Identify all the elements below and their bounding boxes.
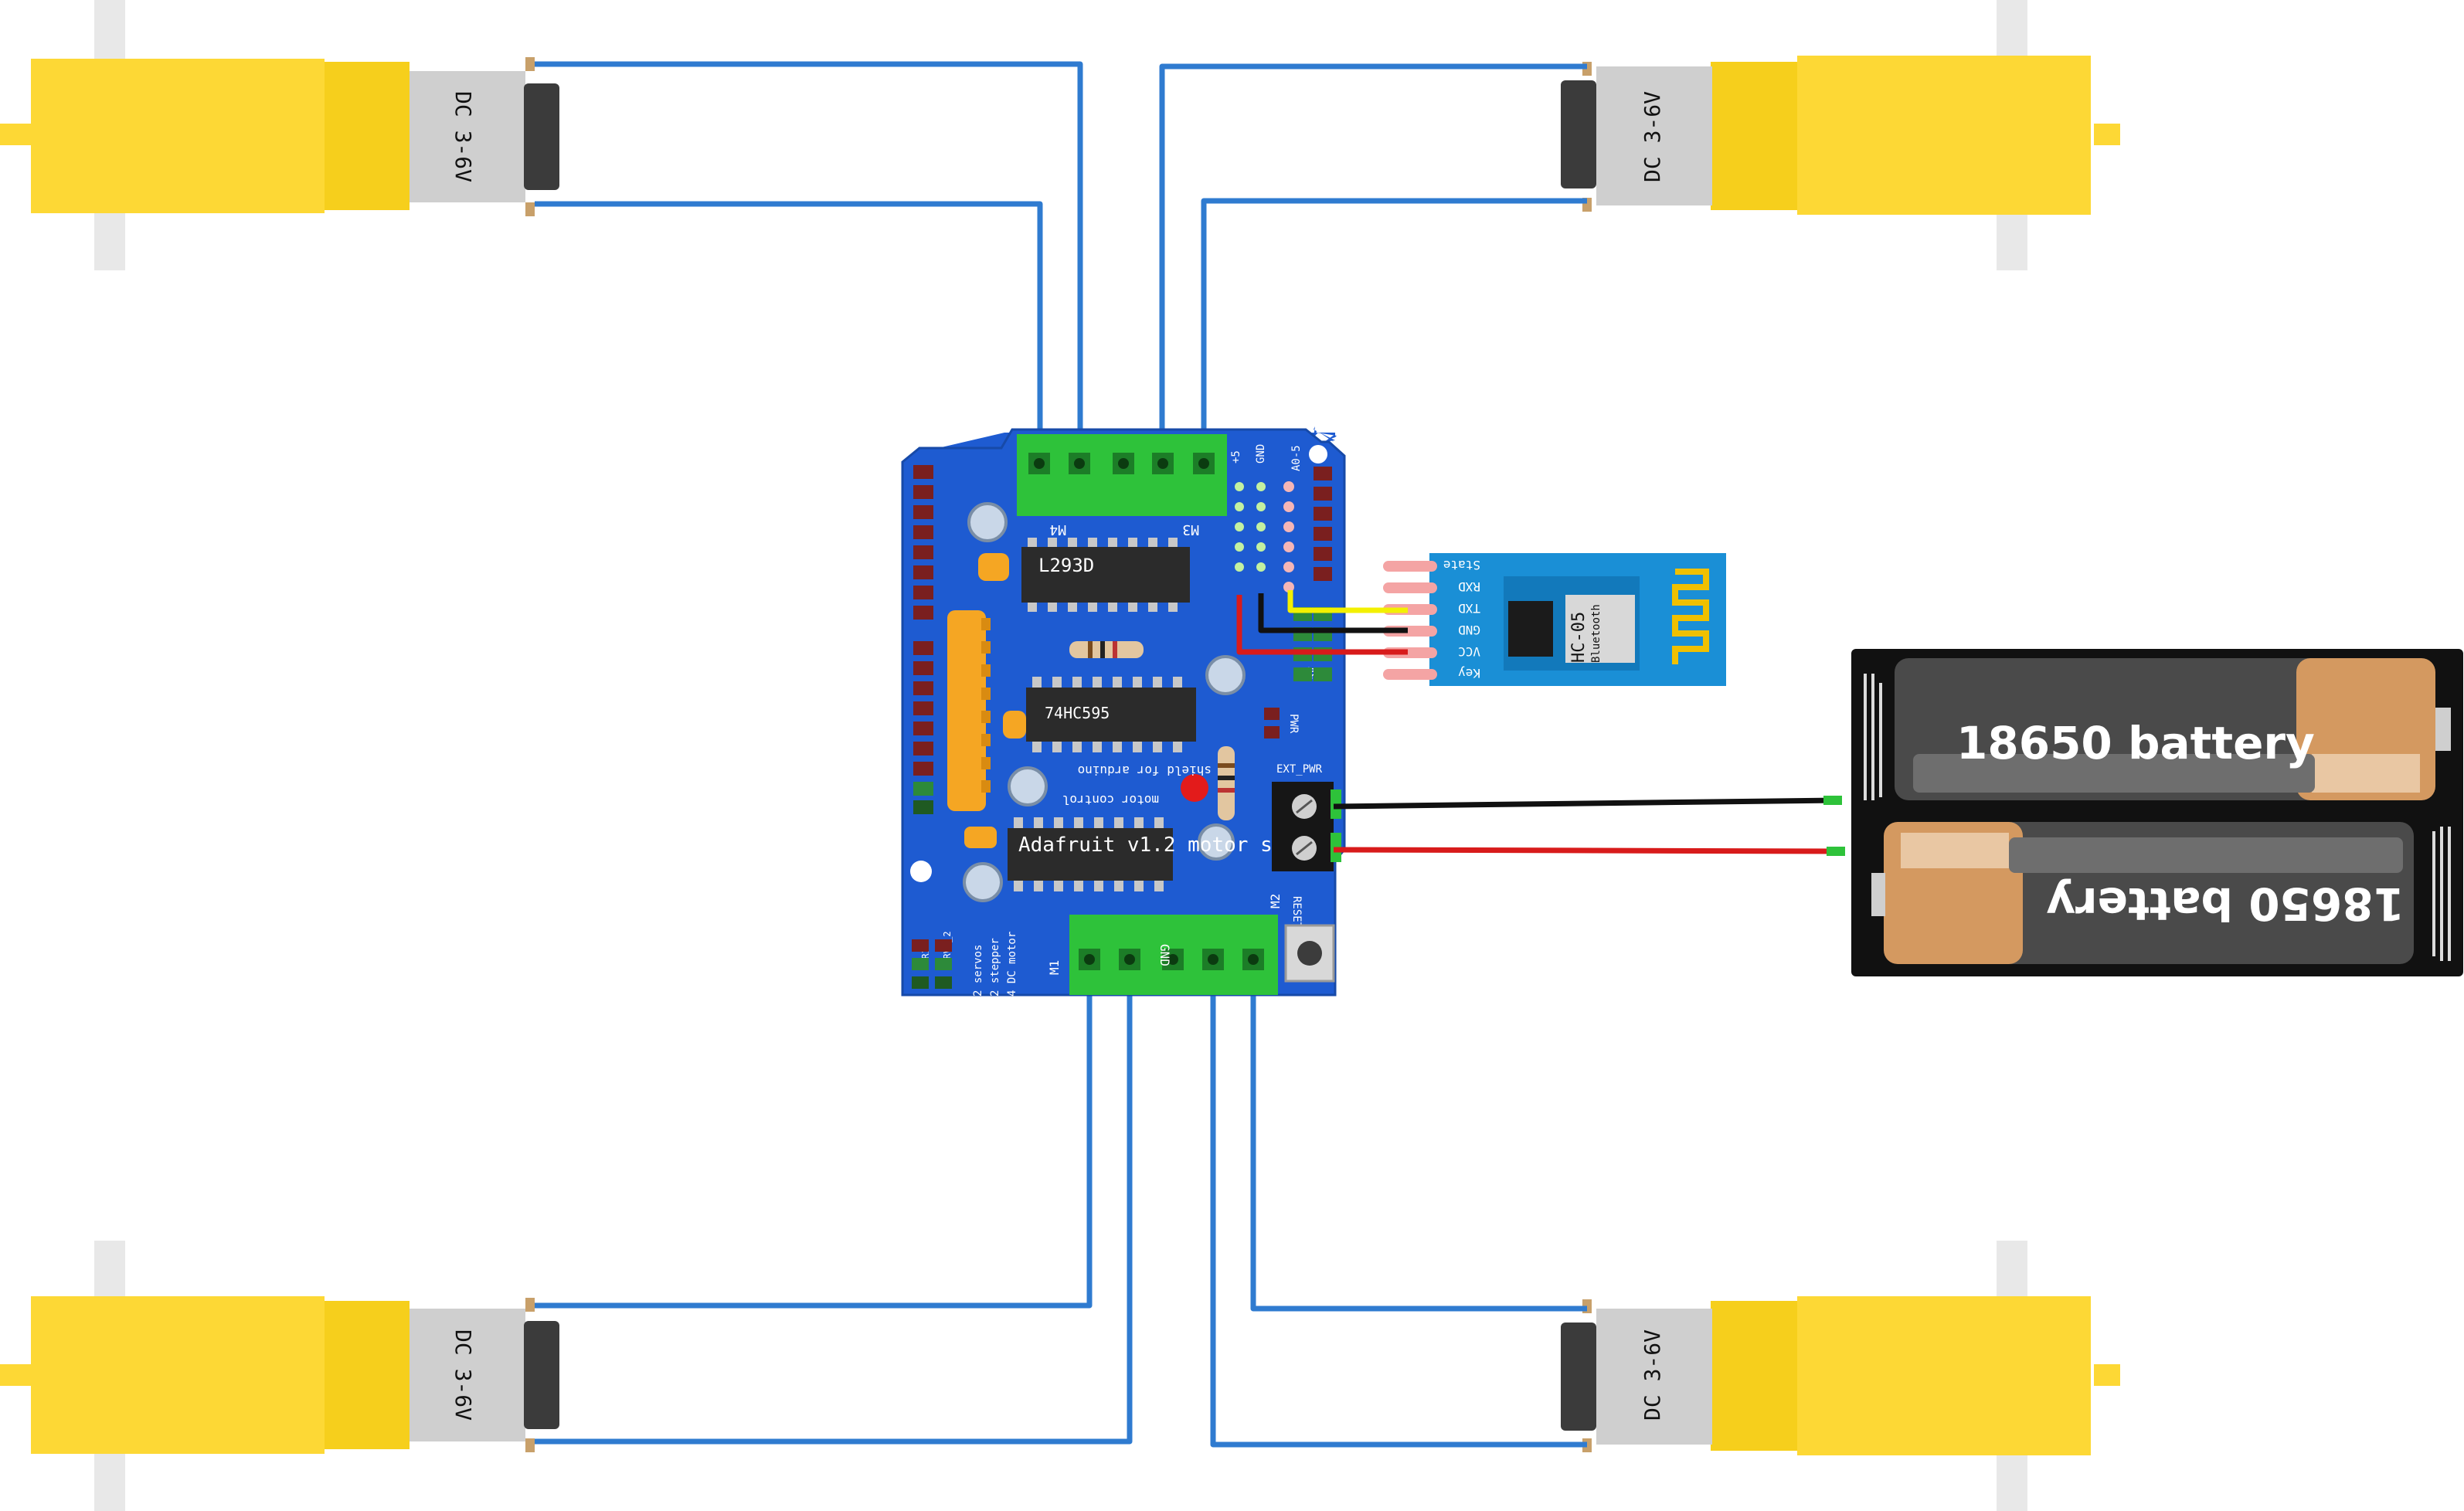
power-led [1181,774,1208,802]
74hc595-chip [1026,688,1196,742]
port-m2-label: M2 [1268,894,1283,908]
bt-sub-label: Bluetooth [1590,604,1602,663]
legend-servos: 2 servos [972,945,984,997]
motor-top-right-label: DC 3-6V [1640,91,1665,182]
wire-bt-txd [1287,590,1408,613]
wire-m3-a [1159,63,1587,456]
gnd-label-bottom: GND [1157,944,1172,966]
shield-subtitle-2: shield for arduino [1078,763,1212,778]
bt-pin-key: Key [1458,666,1480,681]
shield-subtitle-1: motor control [1062,793,1159,807]
label-reset: RESET [1290,896,1303,929]
bt-pin-vcc: VCC [1458,644,1480,659]
label-gnd-top: GND [1255,444,1267,463]
battery-label-top: 18650 battery [1956,717,2315,769]
orange-header [947,610,986,811]
wire-m2-b [1210,970,1587,1448]
motor-top-left: DC 3-6V [0,0,559,270]
motor-bottom-left: DC 3-6V [0,1241,559,1511]
label-pwr: PWR [1287,714,1300,734]
label-ext-pwr: EXT_PWR [1276,763,1323,776]
bt-wires [1236,590,1408,655]
port-m4-label: M4 [1049,521,1066,538]
bt-antenna [1672,569,1709,664]
l293d-label: L293D [1038,555,1094,576]
bt-pin-state: State [1443,558,1480,572]
bt-chip-2 [1565,595,1635,663]
wire-batt-black [1333,797,1838,810]
bt-pin-rxd: RXD [1458,579,1480,594]
wire-bt-vcc [1236,595,1408,655]
motor-wires [535,61,1587,1448]
wire-m3-b [1201,198,1587,456]
bt-chip [1508,601,1553,657]
left-headers [913,465,933,776]
bt-pin-gnd: GND [1458,623,1480,637]
port-m1-label: M1 [1047,960,1062,975]
wire-m2-a [1250,970,1587,1312]
battery-holder: 18650 battery 18650 battery [1851,649,2463,976]
wire-m1-a [535,970,1093,1309]
battery-label-bottom: 18650 battery [2046,878,2405,930]
terminal-top [1017,434,1227,516]
legend-dc: 4 DC motor [1006,932,1018,997]
motor-top-right: DC 3-6V [1561,0,2120,270]
pin-grid [1235,482,1266,572]
label-plus5: +5 [1230,450,1242,463]
motor-bottom-left-label: DC 3-6V [450,1329,476,1421]
motor-bottom-right: DC 3-6V [1561,1241,2120,1511]
motor-shield: M4 M3 M1 M2 GND [901,426,1346,997]
bt-pins [1383,561,1437,680]
motor-bottom-right-label: DC 3-6V [1640,1329,1665,1421]
wire-m4-a [535,61,1083,456]
motor-top-left-label: DC 3-6V [450,91,476,182]
bt-pin-txd: TXD [1458,601,1480,616]
wire-m1-b [535,970,1133,1445]
wire-m4-b [535,201,1043,456]
l293d-chip-2 [1008,828,1173,881]
legend-stepper: 2 stepper [989,938,1001,997]
74hc595-label: 74HC595 [1045,704,1110,722]
battery-wires [1333,796,1845,856]
port-m3-label: M3 [1182,521,1199,538]
bt-model-label: HC-05 [1569,612,1589,663]
bluetooth-module: HC-05 Bluetooth State RXD TXD GND VCC Ke… [1383,553,1726,686]
l293d-chip [1021,547,1190,603]
wire-bt-gnd [1258,593,1408,633]
wire-batt-red [1333,847,1841,854]
label-a05: A0-5 [1290,445,1303,471]
